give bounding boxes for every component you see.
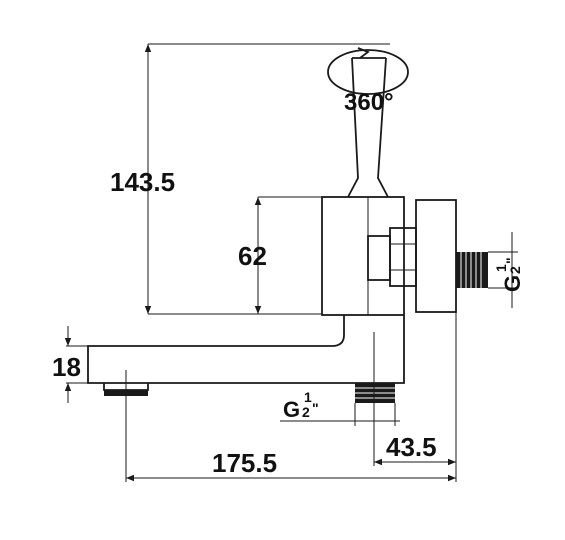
- svg-text:2: 2: [507, 266, 523, 274]
- svg-text:2: 2: [302, 404, 310, 420]
- connector-nut: [389, 227, 417, 287]
- lower-body: [352, 315, 405, 384]
- connector-inner: [367, 235, 391, 281]
- rotation-arrow: [357, 47, 370, 59]
- faucet-outline: [87, 47, 488, 403]
- svg-text:G: G: [500, 275, 525, 292]
- thread-label-side: G 1 2 ": [493, 257, 525, 292]
- spout: [87, 315, 352, 384]
- svg-text:1: 1: [493, 264, 509, 272]
- svg-text:": ": [503, 257, 519, 264]
- dim-62: 62: [238, 241, 267, 271]
- dim-175-5: 175.5: [212, 448, 277, 478]
- valve-body: [321, 196, 405, 316]
- dim-143-5: 143.5: [110, 167, 175, 197]
- svg-text:G: G: [283, 397, 300, 422]
- dim-rotation: 360°: [344, 89, 394, 116]
- wall-flange: [415, 199, 457, 313]
- thread-label-bottom: G 1 2 ": [283, 389, 319, 422]
- dim-43-5: 43.5: [386, 432, 437, 462]
- handle-lever: [347, 57, 389, 198]
- svg-text:": ": [312, 400, 319, 416]
- dim-18: 18: [52, 352, 81, 382]
- svg-text:1: 1: [304, 389, 312, 405]
- dimension-lines: [64, 43, 518, 482]
- rotation-ellipse: [327, 49, 409, 95]
